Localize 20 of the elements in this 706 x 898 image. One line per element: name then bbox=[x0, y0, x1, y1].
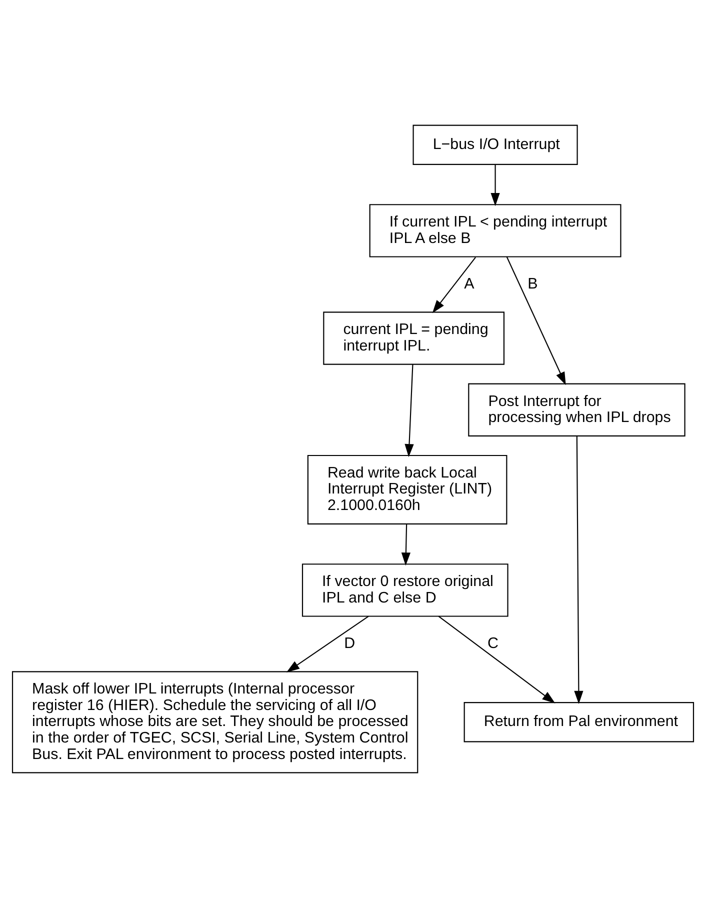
arrow bbox=[286, 616, 369, 672]
arrow bbox=[506, 256, 566, 386]
node-box: If current IPL < pending interrupt IPL A else B bbox=[369, 204, 622, 258]
edge-label: A bbox=[464, 275, 474, 292]
node-box: If vector 0 restore original IPL and C else D bbox=[302, 564, 508, 617]
edge-label: B bbox=[528, 275, 538, 292]
node-box: Read write back Local Interrupt Register (LINT) 2.1000.0160h bbox=[307, 454, 508, 524]
node-box: L−bus I/O Interrupt bbox=[412, 124, 578, 165]
arrow bbox=[438, 616, 556, 704]
node-box: Post Interrupt for processing when IPL drops bbox=[468, 383, 686, 436]
node-box: Mask off lower IPL interrupts (Internal processor register 16 (HIER). Schedule the servicing of all I/O interrupts whose bits are set. They should be processed in the order of TGEC, SCSI, Serial Line, System Control Bus. Exit PAL environment to process posted interrupts. bbox=[12, 671, 418, 774]
arrow bbox=[574, 436, 584, 704]
edge-label: C bbox=[488, 634, 499, 652]
arrow bbox=[432, 256, 476, 314]
arrow bbox=[401, 524, 410, 566]
edge-label: D bbox=[344, 634, 356, 652]
node-box: current IPL = pending interrupt IPL. bbox=[323, 312, 504, 365]
arrow bbox=[404, 364, 414, 458]
node-box: Return from Pal environment bbox=[464, 702, 694, 742]
arrow bbox=[490, 164, 500, 206]
